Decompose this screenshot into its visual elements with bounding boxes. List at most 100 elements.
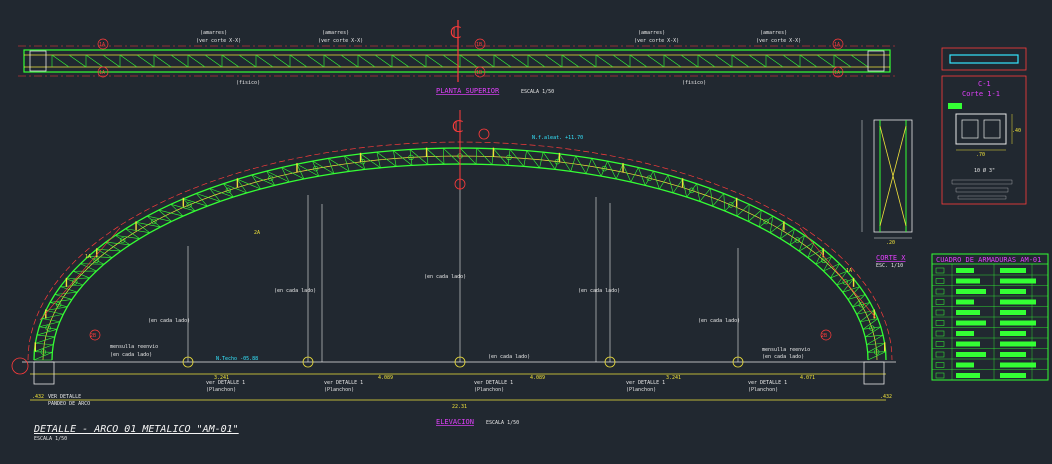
plan-brace bbox=[255, 54, 274, 68]
arch-vertical bbox=[789, 235, 805, 246]
note-detail-5-sub: (Planchon) bbox=[748, 387, 778, 393]
arch-diagonal bbox=[393, 150, 413, 166]
arch-vertical bbox=[158, 209, 172, 222]
arch-vertical bbox=[209, 188, 221, 202]
arch-diagonal bbox=[865, 326, 881, 338]
note-detail-3: ver DETALLE 1 bbox=[474, 380, 513, 386]
arch-vertical bbox=[223, 183, 234, 198]
arch-vertical bbox=[866, 343, 885, 345]
arch-vertical bbox=[475, 148, 478, 165]
plan-note-amarres-4: (amarres) bbox=[760, 30, 787, 36]
right-support bbox=[863, 361, 885, 385]
note-detail-2-sub: (Planchon) bbox=[324, 387, 354, 393]
arch-vertical bbox=[393, 150, 397, 167]
arch-vertical bbox=[712, 193, 724, 207]
elev-zone-1a-right: 1A bbox=[846, 268, 852, 274]
arch-diagonal bbox=[769, 216, 774, 233]
corte-x-title: CORTE X bbox=[876, 254, 906, 262]
elev-zone-2b-right: 2B bbox=[821, 333, 827, 339]
arch-yellow-ticks bbox=[34, 147, 886, 352]
table-cell-mark bbox=[935, 278, 945, 284]
plan-brace bbox=[714, 54, 733, 68]
plan-title: PLANTA SUPERIOR bbox=[436, 87, 500, 95]
arch-node bbox=[151, 218, 157, 225]
plan-brace bbox=[119, 54, 138, 68]
elev-zone-1a-left: 1A bbox=[85, 254, 91, 260]
arch-diagonal bbox=[542, 151, 556, 170]
arch-diagonal bbox=[96, 248, 121, 252]
arch-node-markers bbox=[40, 153, 880, 355]
plan-brace bbox=[799, 54, 818, 68]
arch-diagonal bbox=[823, 256, 832, 272]
note-each-side-2: (en cada lado) bbox=[274, 288, 316, 294]
arch-diagonal bbox=[509, 149, 525, 167]
arch-vertical bbox=[170, 204, 184, 217]
plan-end-right bbox=[867, 50, 885, 72]
arch-diagonal bbox=[723, 193, 726, 211]
arch-diagonal bbox=[344, 155, 365, 170]
arch-diagonal bbox=[33, 352, 53, 361]
arch-diagonal bbox=[748, 204, 750, 222]
corte-x-detail: .20 CORTE X ESC. 1/10 bbox=[861, 119, 913, 269]
arch-diagonal bbox=[88, 256, 113, 258]
arch-vertical bbox=[860, 318, 878, 323]
plan-note-fisico-2: (fisico) bbox=[682, 80, 706, 86]
elevation-marker-top bbox=[478, 128, 490, 140]
note-each-side-1: (en cada lado) bbox=[148, 318, 190, 324]
arch-vertical bbox=[80, 263, 97, 272]
arch-diagonal bbox=[66, 277, 90, 280]
plan-brace bbox=[153, 54, 172, 68]
arch-diagonal bbox=[266, 170, 290, 183]
arch-vertical bbox=[442, 148, 445, 165]
elevation-zone-labels: 1A 2A 1A 2B 2B bbox=[39, 227, 877, 341]
arch-diagonal bbox=[836, 271, 848, 286]
plan-brace bbox=[476, 54, 495, 68]
arch-node bbox=[873, 349, 880, 355]
arch-vertical bbox=[60, 286, 78, 293]
arch-diagonal bbox=[105, 241, 130, 246]
elev-zone-2a: 2A bbox=[254, 230, 260, 236]
arch-vertical bbox=[296, 164, 305, 180]
arch-diagonal bbox=[866, 334, 884, 345]
plan-zone-labels: 1A 1A 1B 1B 1A 1A bbox=[97, 38, 844, 78]
arch-vertical bbox=[585, 158, 592, 174]
arch-diagonal bbox=[328, 158, 350, 172]
arch-vertical bbox=[36, 334, 55, 338]
table-cell-bar bbox=[956, 278, 980, 284]
note-each-side-left: (en cada lado) bbox=[110, 352, 152, 358]
plan-brace bbox=[408, 54, 427, 68]
table-cell-mark bbox=[935, 309, 945, 316]
arch-vertical bbox=[539, 152, 544, 168]
plan-note-fisico-1: (fisico) bbox=[236, 80, 260, 86]
plan-brace bbox=[442, 54, 461, 68]
plan-brace bbox=[833, 54, 852, 68]
plan-brace bbox=[187, 54, 206, 68]
arch-vertical bbox=[630, 167, 639, 183]
arch-node bbox=[119, 237, 126, 243]
arch-node bbox=[40, 349, 47, 355]
arch-diagonal bbox=[710, 188, 713, 207]
dim-left-end: .432 bbox=[32, 394, 44, 400]
detail-scale: ESCALA 1/50 bbox=[34, 436, 67, 442]
note-base-plate-left: mensulla reenvio bbox=[110, 344, 158, 350]
plan-brace bbox=[697, 54, 716, 68]
arch-node bbox=[55, 301, 62, 308]
arch-vertical bbox=[799, 241, 815, 252]
plan-outline bbox=[23, 49, 891, 73]
elevation-level-left: N.Techo -05.88 bbox=[216, 356, 258, 362]
arch-diagonal bbox=[312, 160, 335, 174]
table-title: CUADRO DE ARMADURAS AM-01 bbox=[936, 256, 1041, 264]
note-detail-1: ver DETALLE 1 bbox=[206, 380, 245, 386]
note-detail-1-sub: (Planchon) bbox=[206, 387, 236, 393]
arch-diagonal bbox=[35, 336, 55, 344]
arch-diagonal bbox=[39, 321, 60, 328]
arch-vertical bbox=[39, 326, 58, 330]
arch-diagonal bbox=[223, 183, 247, 194]
arch-vertical bbox=[507, 149, 511, 166]
arch-node bbox=[794, 237, 801, 243]
arch-vertical bbox=[281, 167, 290, 183]
arch-diagonal bbox=[426, 148, 445, 165]
section-note: 10 Ø 3" bbox=[974, 167, 995, 174]
